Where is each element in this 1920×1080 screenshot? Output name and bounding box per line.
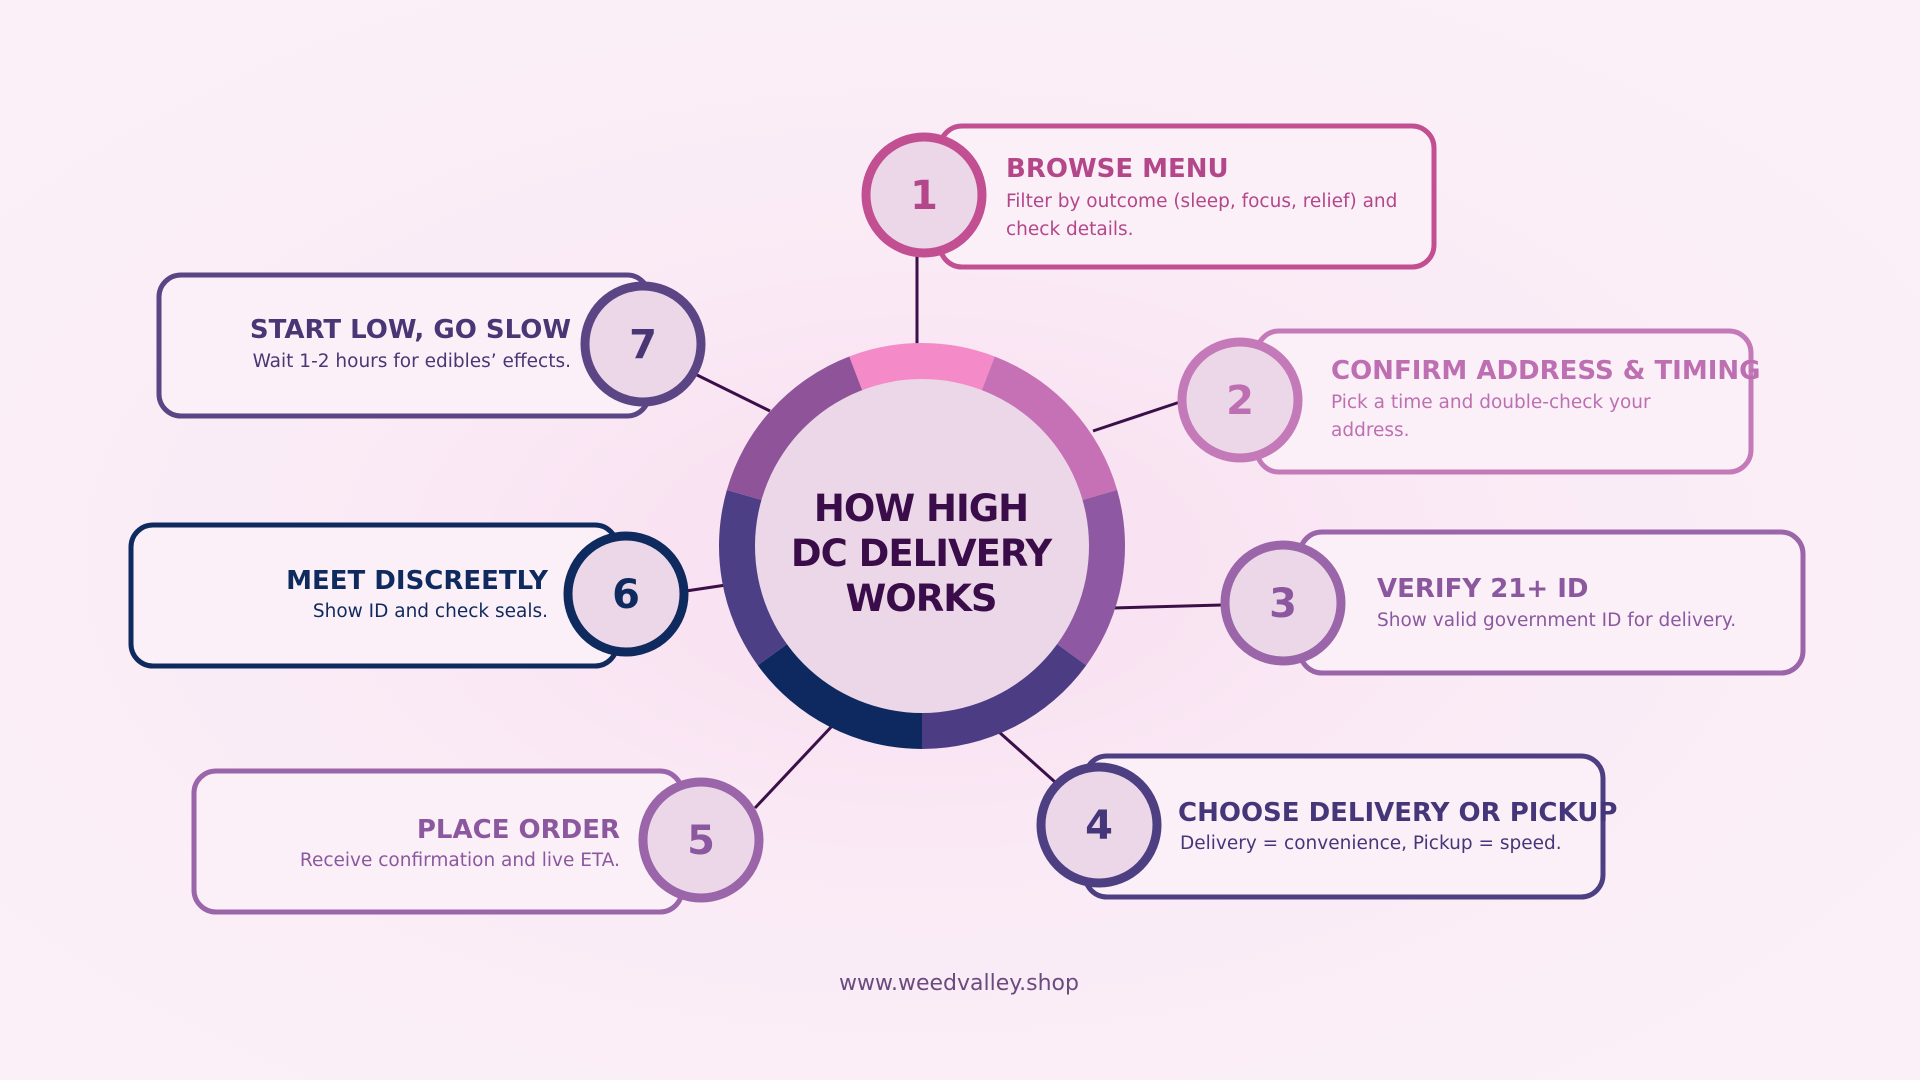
step-7-card: 7 START LOW, GO SLOW Wait 1-2 hours for … <box>156 272 706 419</box>
step-description-line-1: Wait 1-2 hours for edibles’ effects. <box>253 351 571 372</box>
step-number-badge <box>638 777 764 903</box>
step-number-badge <box>1177 337 1303 463</box>
center-disc <box>755 379 1089 713</box>
center-title: HOW HIGH DC DELIVERY WORKS <box>791 487 1054 620</box>
connector-step-6 <box>685 583 727 593</box>
step-title: CHOOSE DELIVERY OR PICKUP <box>1178 798 1617 828</box>
website-url: www.weedvalley.shop <box>839 971 1079 996</box>
step-number: 5 <box>687 818 715 864</box>
step-number: 2 <box>1226 378 1254 424</box>
connector-step-5 <box>753 723 835 810</box>
step-number: 6 <box>612 572 640 618</box>
ring-segment-lower-left <box>719 490 789 666</box>
center-title-line-1: HOW HIGH <box>814 487 1028 530</box>
step-number-badge <box>580 281 706 407</box>
ring-segment-left <box>726 356 863 501</box>
step-number: 7 <box>629 322 657 368</box>
step-title: START LOW, GO SLOW <box>250 315 571 345</box>
step-6-card: 6 MEET DISCREETLY Show ID and check seal… <box>128 522 689 669</box>
step-title: VERIFY 21+ ID <box>1377 574 1589 604</box>
step-description-line-1: Pick a time and double-check your <box>1331 392 1651 413</box>
connector-step-3 <box>1112 603 1223 610</box>
step-number: 4 <box>1085 803 1113 849</box>
center-title-line-3: WORKS <box>845 577 996 620</box>
ring-segment-lower-right <box>922 642 1087 749</box>
step-number: 1 <box>910 173 938 219</box>
step-number-badge <box>861 132 987 258</box>
connector-step-4 <box>998 730 1056 784</box>
step-description-line-1: Show valid government ID for delivery. <box>1377 610 1736 631</box>
step-description-line-2: address. <box>1331 420 1410 441</box>
step-title: PLACE ORDER <box>417 815 620 845</box>
step-1-card: 1 BROWSE MENU Filter by outcome (sleep, … <box>861 123 1437 270</box>
step-title: BROWSE MENU <box>1006 154 1229 184</box>
step-2-card: 2 CONFIRM ADDRESS & TIMING Pick a time a… <box>1177 328 1761 475</box>
ring-segment-upper-right <box>981 356 1118 501</box>
step-card-box <box>156 272 652 419</box>
step-description-line-1: Show ID and check seals. <box>313 601 548 622</box>
step-4-card: 4 CHOOSE DELIVERY OR PICKUP Delivery = c… <box>1036 753 1617 900</box>
connector-step-7 <box>696 373 771 413</box>
step-description-line-2: check details. <box>1006 219 1134 240</box>
step-title: MEET DISCREETLY <box>286 566 549 596</box>
connector-step-2 <box>1092 400 1181 433</box>
connector-lines <box>685 256 1223 810</box>
step-number-badge <box>1036 762 1162 888</box>
center-ring <box>719 342 1125 749</box>
ring-segment-bottom <box>757 642 922 749</box>
center-title-line-2: DC DELIVERY <box>791 532 1053 575</box>
step-title: CONFIRM ADDRESS & TIMING <box>1331 356 1761 386</box>
step-number-badge <box>563 531 689 657</box>
step-number-badge <box>1220 540 1346 666</box>
ring-segment-top <box>849 342 995 392</box>
step-3-card: 3 VERIFY 21+ ID Show valid government ID… <box>1220 529 1806 676</box>
step-5-card: 5 PLACE ORDER Receive confirmation and l… <box>191 768 764 915</box>
step-number: 3 <box>1269 581 1297 627</box>
step-description-line-1: Delivery = convenience, Pickup = speed. <box>1180 833 1562 854</box>
step-description-line-1: Receive confirmation and live ETA. <box>300 850 620 871</box>
step-description-line-1: Filter by outcome (sleep, focus, relief)… <box>1006 191 1397 212</box>
ring-segment-right <box>1055 490 1125 666</box>
